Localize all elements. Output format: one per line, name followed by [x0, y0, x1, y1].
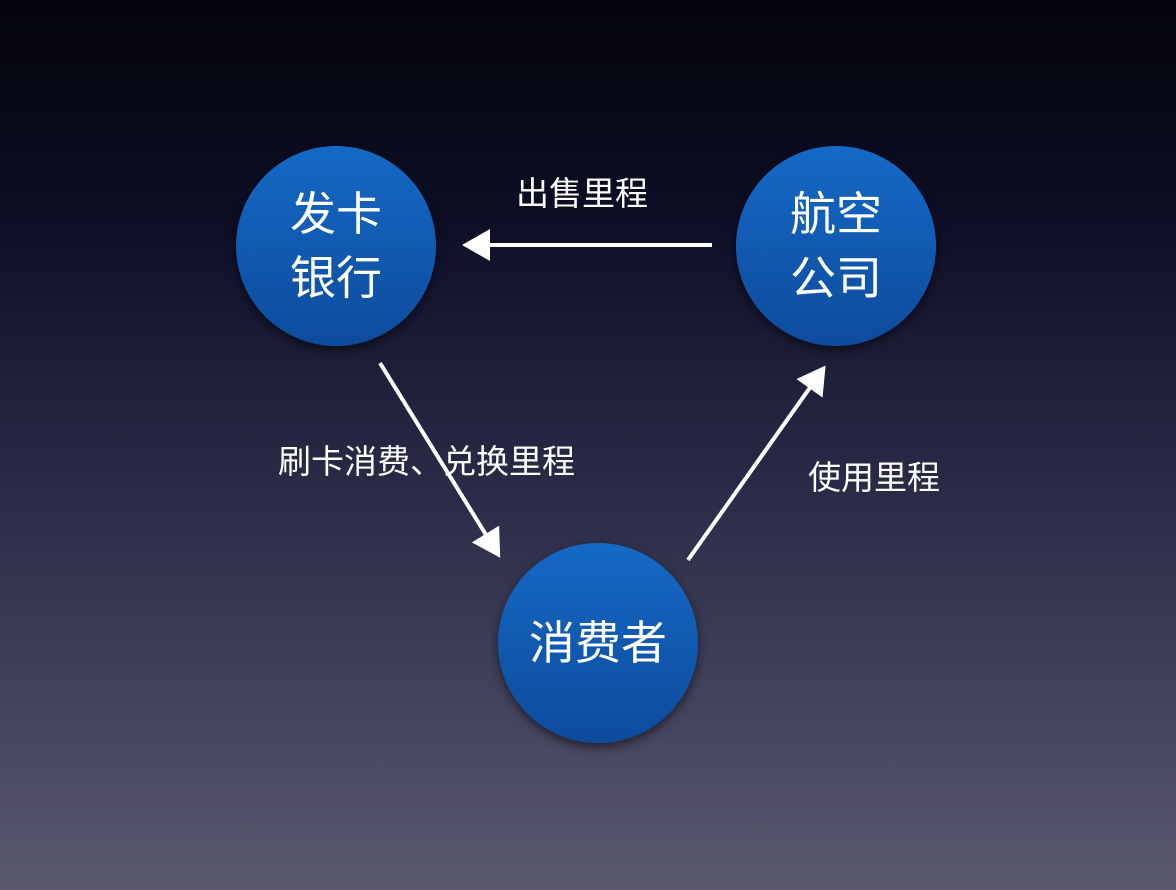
- node-issuing-bank: 发卡 银行: [236, 146, 436, 346]
- node-consumer: 消费者: [498, 543, 698, 743]
- node-label: 发卡: [290, 188, 382, 240]
- node-airline: 航空 公司: [736, 146, 936, 346]
- node-label: 航空: [790, 188, 882, 240]
- node-label: 公司: [790, 252, 882, 304]
- arrow-consumer-to-airline: [686, 365, 826, 562]
- edge-label-spend-redeem: 刷卡消费、兑换里程: [278, 443, 575, 480]
- arrow-bank-to-consumer: [378, 361, 501, 558]
- node-label: 消费者: [529, 617, 667, 669]
- node-label: 银行: [290, 252, 382, 304]
- edge-label-use-miles: 使用里程: [808, 459, 940, 496]
- edge-label-sell-miles: 出售里程: [516, 175, 648, 212]
